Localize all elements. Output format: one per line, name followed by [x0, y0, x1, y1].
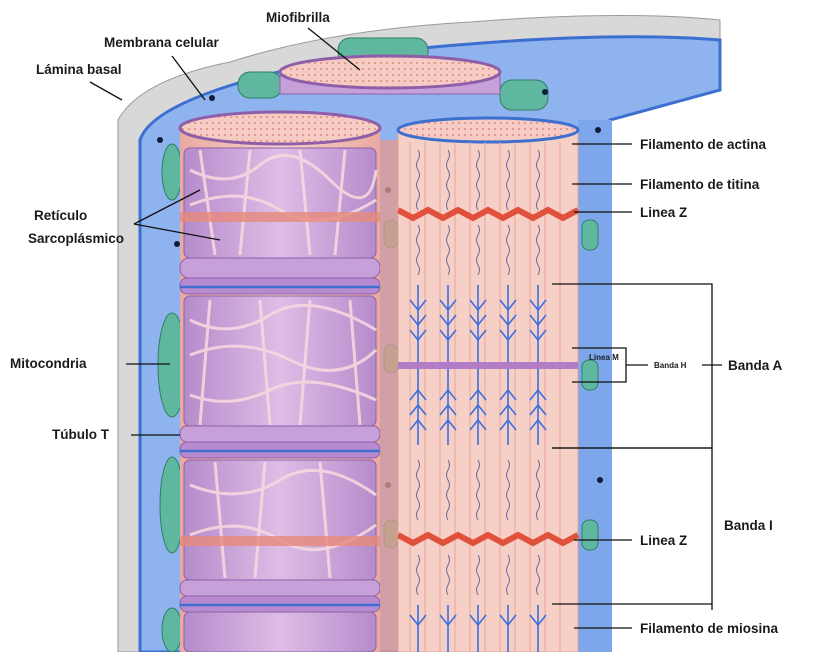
label-lamina-basal: Lámina basal — [36, 62, 122, 77]
mitochondrion-top-3 — [500, 80, 548, 110]
right-myofibril — [398, 118, 578, 652]
top-myofibril — [280, 56, 500, 94]
label-mitocondria: Mitocondria — [10, 356, 87, 371]
label-membrana-celular: Membrana celular — [104, 35, 220, 50]
left-myofibril — [180, 112, 380, 652]
label-banda-i: Banda I — [724, 518, 773, 533]
m-line — [398, 362, 578, 369]
label-reticulo-line2: Sarcoplásmico — [28, 231, 124, 246]
mitochondrion-top-2 — [238, 72, 282, 98]
inter-fibril-column — [380, 140, 398, 652]
label-tubulo-t: Túbulo T — [52, 427, 110, 442]
label-miofibrilla: Miofibrilla — [266, 10, 330, 25]
label-banda-h: Banda H — [654, 361, 687, 370]
label-filamento-miosina: Filamento de miosina — [640, 621, 779, 636]
label-linea-m: Linea M — [589, 353, 619, 362]
mitochondrion-left-4 — [162, 608, 182, 652]
mitochondrion-left-1 — [162, 144, 182, 200]
label-banda-a: Banda A — [728, 358, 783, 373]
label-linea-z-top: Linea Z — [640, 205, 687, 220]
label-reticulo-line1: Retículo — [34, 208, 87, 223]
label-filamento-titina: Filamento de titina — [640, 177, 760, 192]
label-linea-z-bottom: Linea Z — [640, 533, 687, 548]
label-filamento-actina: Filamento de actina — [640, 137, 767, 152]
